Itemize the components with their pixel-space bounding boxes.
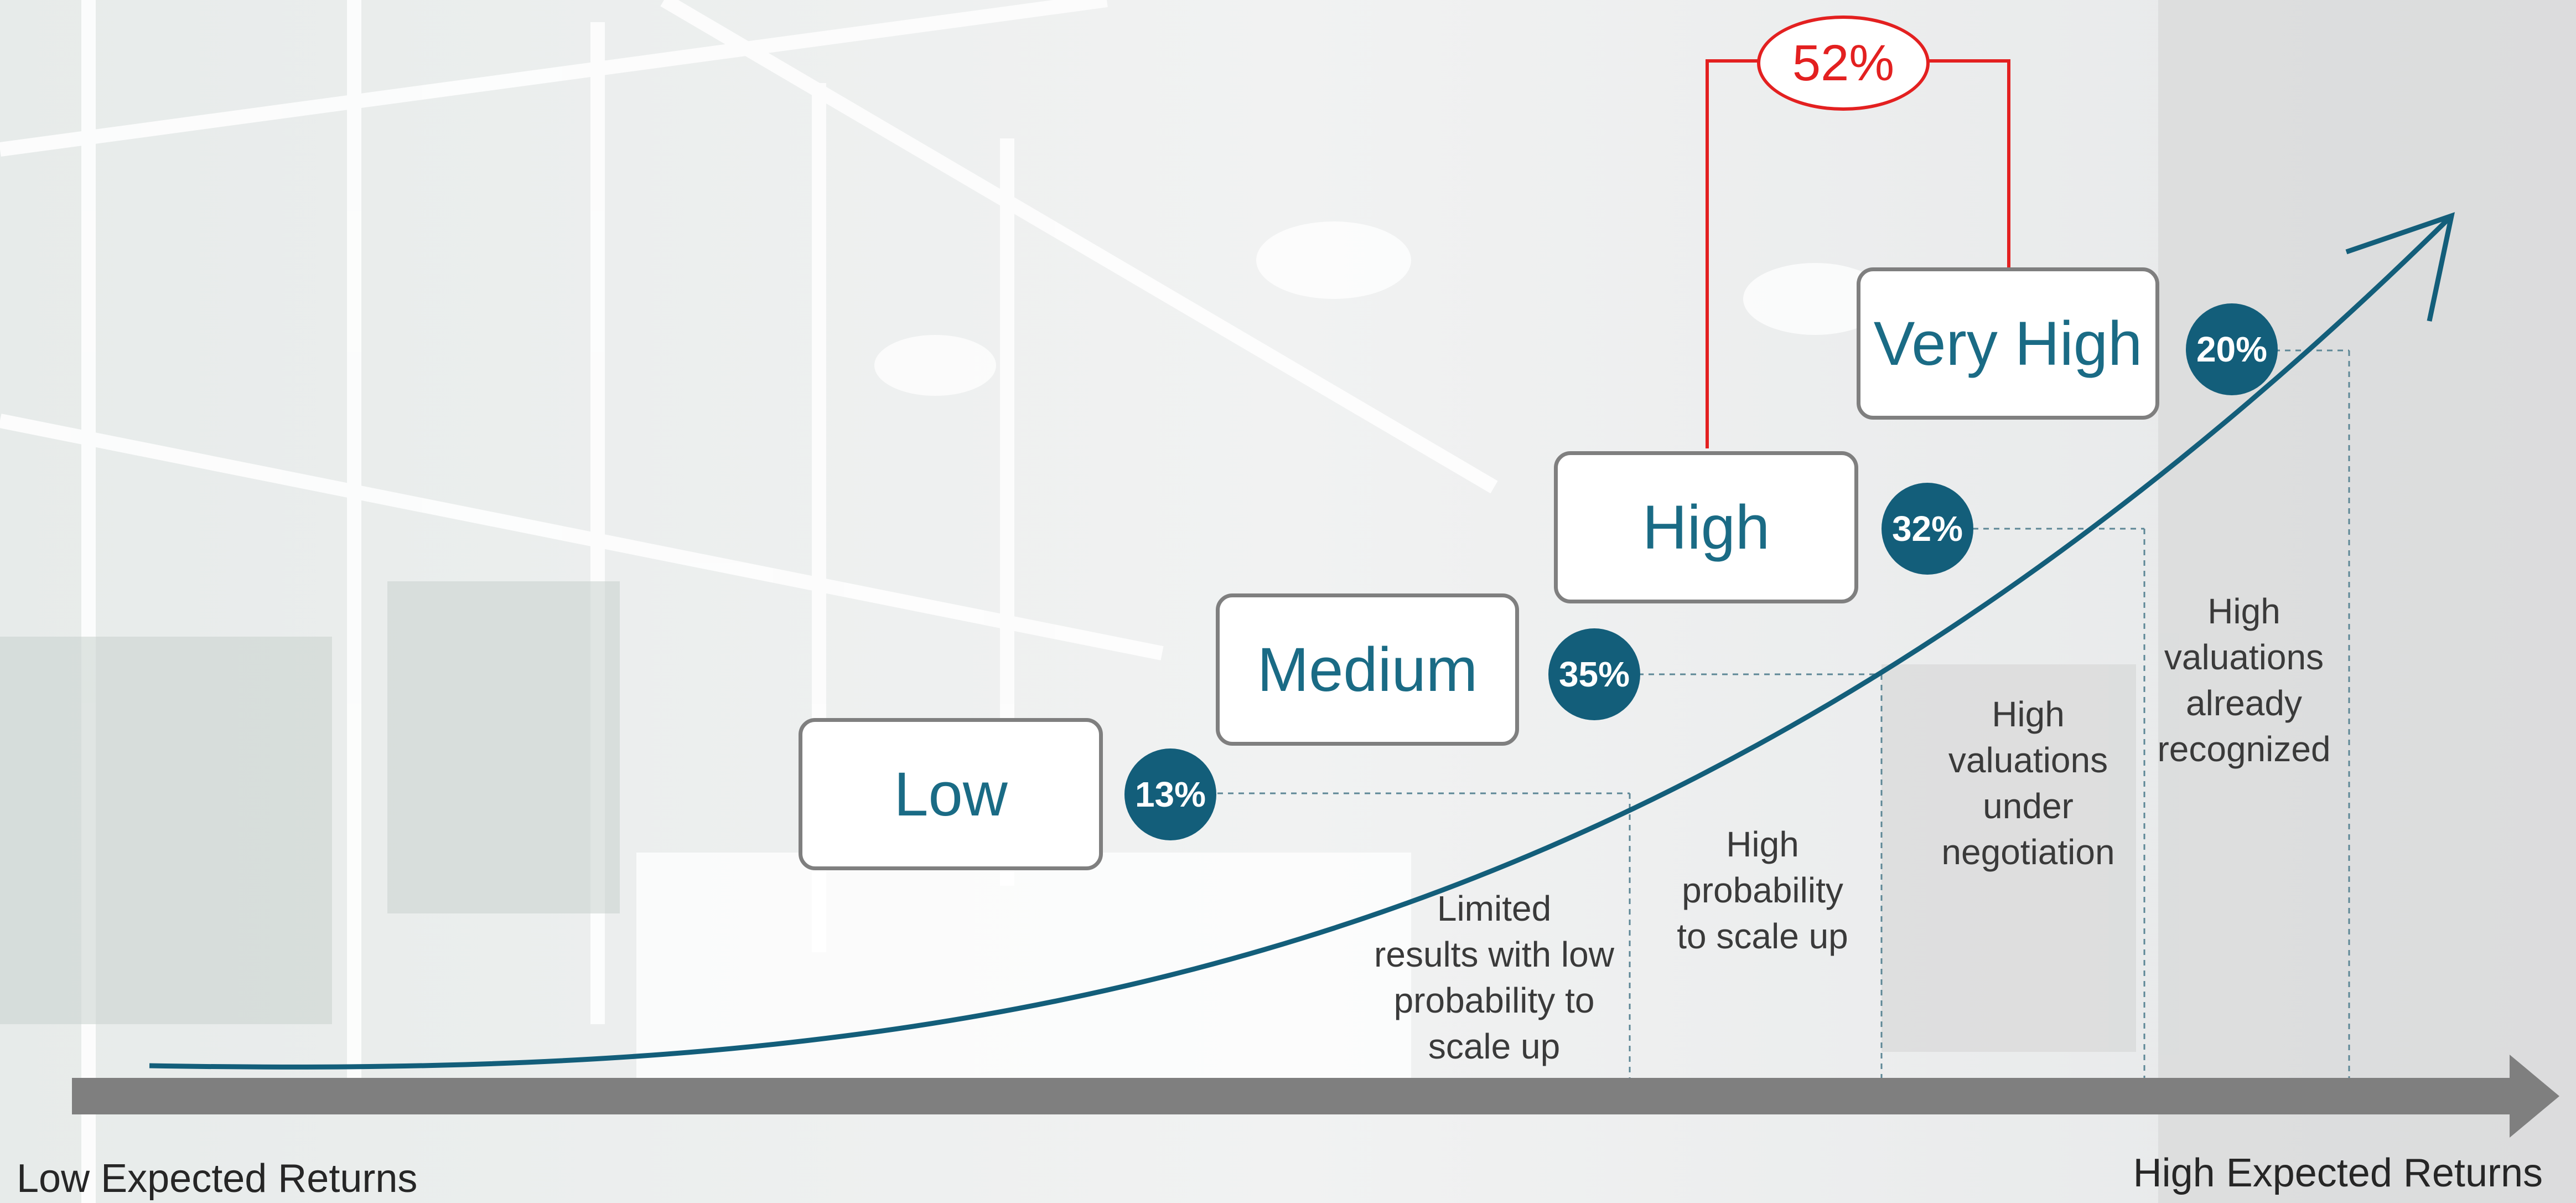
percent-badge-low: 13% <box>1124 748 1216 840</box>
stage-box-high: High <box>1554 451 1858 603</box>
growth-curve-arrowhead <box>2345 212 2455 322</box>
combined-percent-callout: 52% <box>1757 16 1930 111</box>
stage-description-medium: High probability to scale up <box>1677 824 1848 956</box>
stage-box-medium: Medium <box>1216 593 1519 746</box>
stage-box-low: Low <box>799 718 1103 870</box>
stage-description-high: High valuations under negotiation <box>1941 694 2115 872</box>
percent-badge-high: 32% <box>1882 483 1973 575</box>
stage-description-very-high: High valuations already recognized <box>2157 591 2331 769</box>
growth-curve <box>149 214 2454 1070</box>
axis-label-high-returns: High Expected Returns <box>2133 1151 2543 1195</box>
axis-label-low-returns: Low Expected Returns <box>17 1156 418 1201</box>
percent-badge-medium: 35% <box>1548 628 1640 720</box>
guide-lines <box>1217 349 2350 1082</box>
stage-description-low: Limited results with low probability to … <box>1374 889 1614 1066</box>
expected-returns-axis-arrow <box>72 1055 2559 1138</box>
percent-badge-very-high: 20% <box>2186 303 2278 395</box>
stage-box-very-high: Very High <box>1857 267 2159 420</box>
